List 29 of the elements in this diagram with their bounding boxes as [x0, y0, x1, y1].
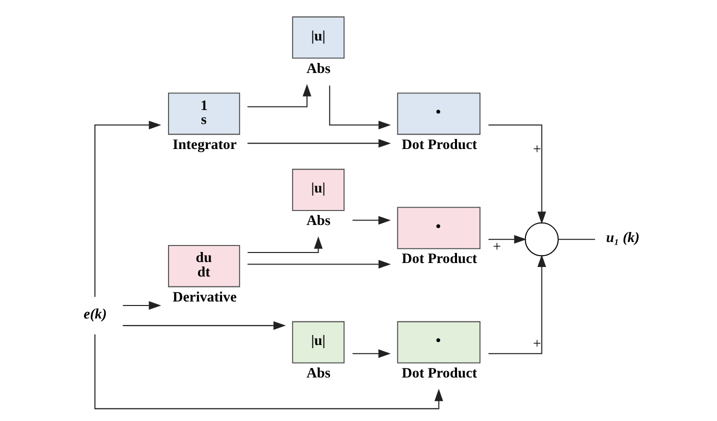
connector — [558, 238, 595, 240]
arrow — [247, 236, 322, 254]
node-label: Abs — [306, 60, 330, 77]
arrow — [122, 301, 161, 310]
node-label: Dot Product — [401, 136, 477, 153]
arrow — [488, 254, 546, 354]
node-text: u₁ (k) — [606, 230, 640, 246]
edge-label: + — [492, 238, 501, 255]
arrow — [94, 120, 161, 297]
arrow — [352, 349, 390, 358]
arrow — [247, 260, 390, 269]
node-text: e(k) — [83, 306, 106, 322]
node-label: Abs — [306, 213, 330, 230]
arrow — [246, 84, 311, 108]
node-label: Abs — [306, 365, 330, 382]
arrow — [122, 321, 286, 330]
node-label: Derivative — [172, 289, 236, 306]
arrow — [328, 86, 390, 130]
node-label: Integrator — [172, 136, 236, 153]
node-label: Dot Product — [401, 251, 477, 268]
node-label: Dot Product — [401, 365, 477, 382]
arrow — [94, 334, 443, 410]
arrow — [488, 235, 526, 244]
edge-label: + — [532, 336, 541, 352]
edge-label: + — [532, 141, 541, 158]
arrow — [488, 124, 546, 224]
node-circle — [524, 222, 558, 256]
arrow — [247, 138, 390, 148]
arrow — [352, 216, 390, 225]
